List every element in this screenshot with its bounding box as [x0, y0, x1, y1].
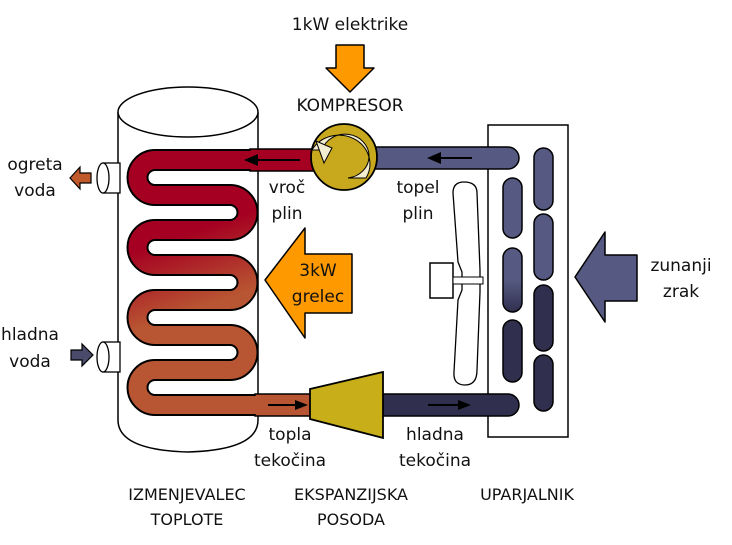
warm-liquid-flow-arrow-icon: [268, 400, 308, 410]
circular-arrow-icon: [311, 133, 371, 179]
evaporator-tubes: [502, 147, 554, 412]
compressor: [310, 123, 378, 191]
compressor-label: KOMPRESOR: [296, 96, 403, 116]
evaporator-box: [487, 124, 569, 438]
cold-liquid-flow-arrow-icon: [428, 400, 471, 410]
hot-water-label-line2: voda: [14, 181, 56, 201]
expansion-valve: [309, 370, 384, 440]
warm-gas-label-line1: topel: [396, 178, 439, 198]
electric-input-arrow-icon: [325, 44, 375, 93]
hot-water-label-line1: ogreta: [7, 155, 62, 175]
expansion-caption-line1: EKSPANZIJSKA: [294, 485, 408, 504]
hot-water-outlet-arrow-icon: [69, 165, 92, 191]
cold-liquid-label-line1: hladna: [406, 425, 464, 445]
warm-gas-flow-arrow-icon: [427, 152, 472, 164]
heat-exchanger-caption-line1: IZMENJEVALEC: [128, 485, 245, 504]
warm-gas-label-line2: plin: [402, 204, 433, 224]
heater-label-line2: grelec: [292, 287, 344, 307]
heater-label-line1: 3kW: [299, 261, 337, 281]
expansion-caption-line2: POSODA: [317, 510, 385, 529]
electric-input-label: 1kW elektrike: [292, 15, 408, 35]
evaporator-caption: UPARJALNIK: [480, 485, 574, 504]
fan-icon: [429, 181, 484, 386]
cold-water-inlet-arrow-icon: [70, 342, 94, 368]
cold-water-label-line2: voda: [9, 352, 51, 372]
condenser-coil: [126, 149, 315, 416]
outside-air-label-line1: zunanji: [650, 256, 711, 276]
warm-liquid-label-line2: tekočina: [254, 451, 326, 471]
hot-gas-flow-arrow-icon: [244, 154, 300, 166]
cold-liquid-label-line2: tekočina: [399, 451, 471, 471]
outside-air-arrow-icon: [574, 231, 638, 323]
hot-gas-label-line1: vroč: [269, 178, 305, 198]
hot-water-outlet-pipe: [96, 162, 121, 194]
heat-exchanger-caption-line2: TOPLOTE: [150, 510, 224, 529]
heater-output-arrow-icon: [264, 227, 353, 339]
hot-gas-label-line2: plin: [271, 204, 302, 224]
outside-air-label-line2: zrak: [663, 282, 699, 302]
cold-water-inlet-pipe: [96, 341, 121, 373]
warm-liquid-label-line1: topla: [269, 425, 312, 445]
cold-water-label-line1: hladna: [1, 325, 59, 345]
